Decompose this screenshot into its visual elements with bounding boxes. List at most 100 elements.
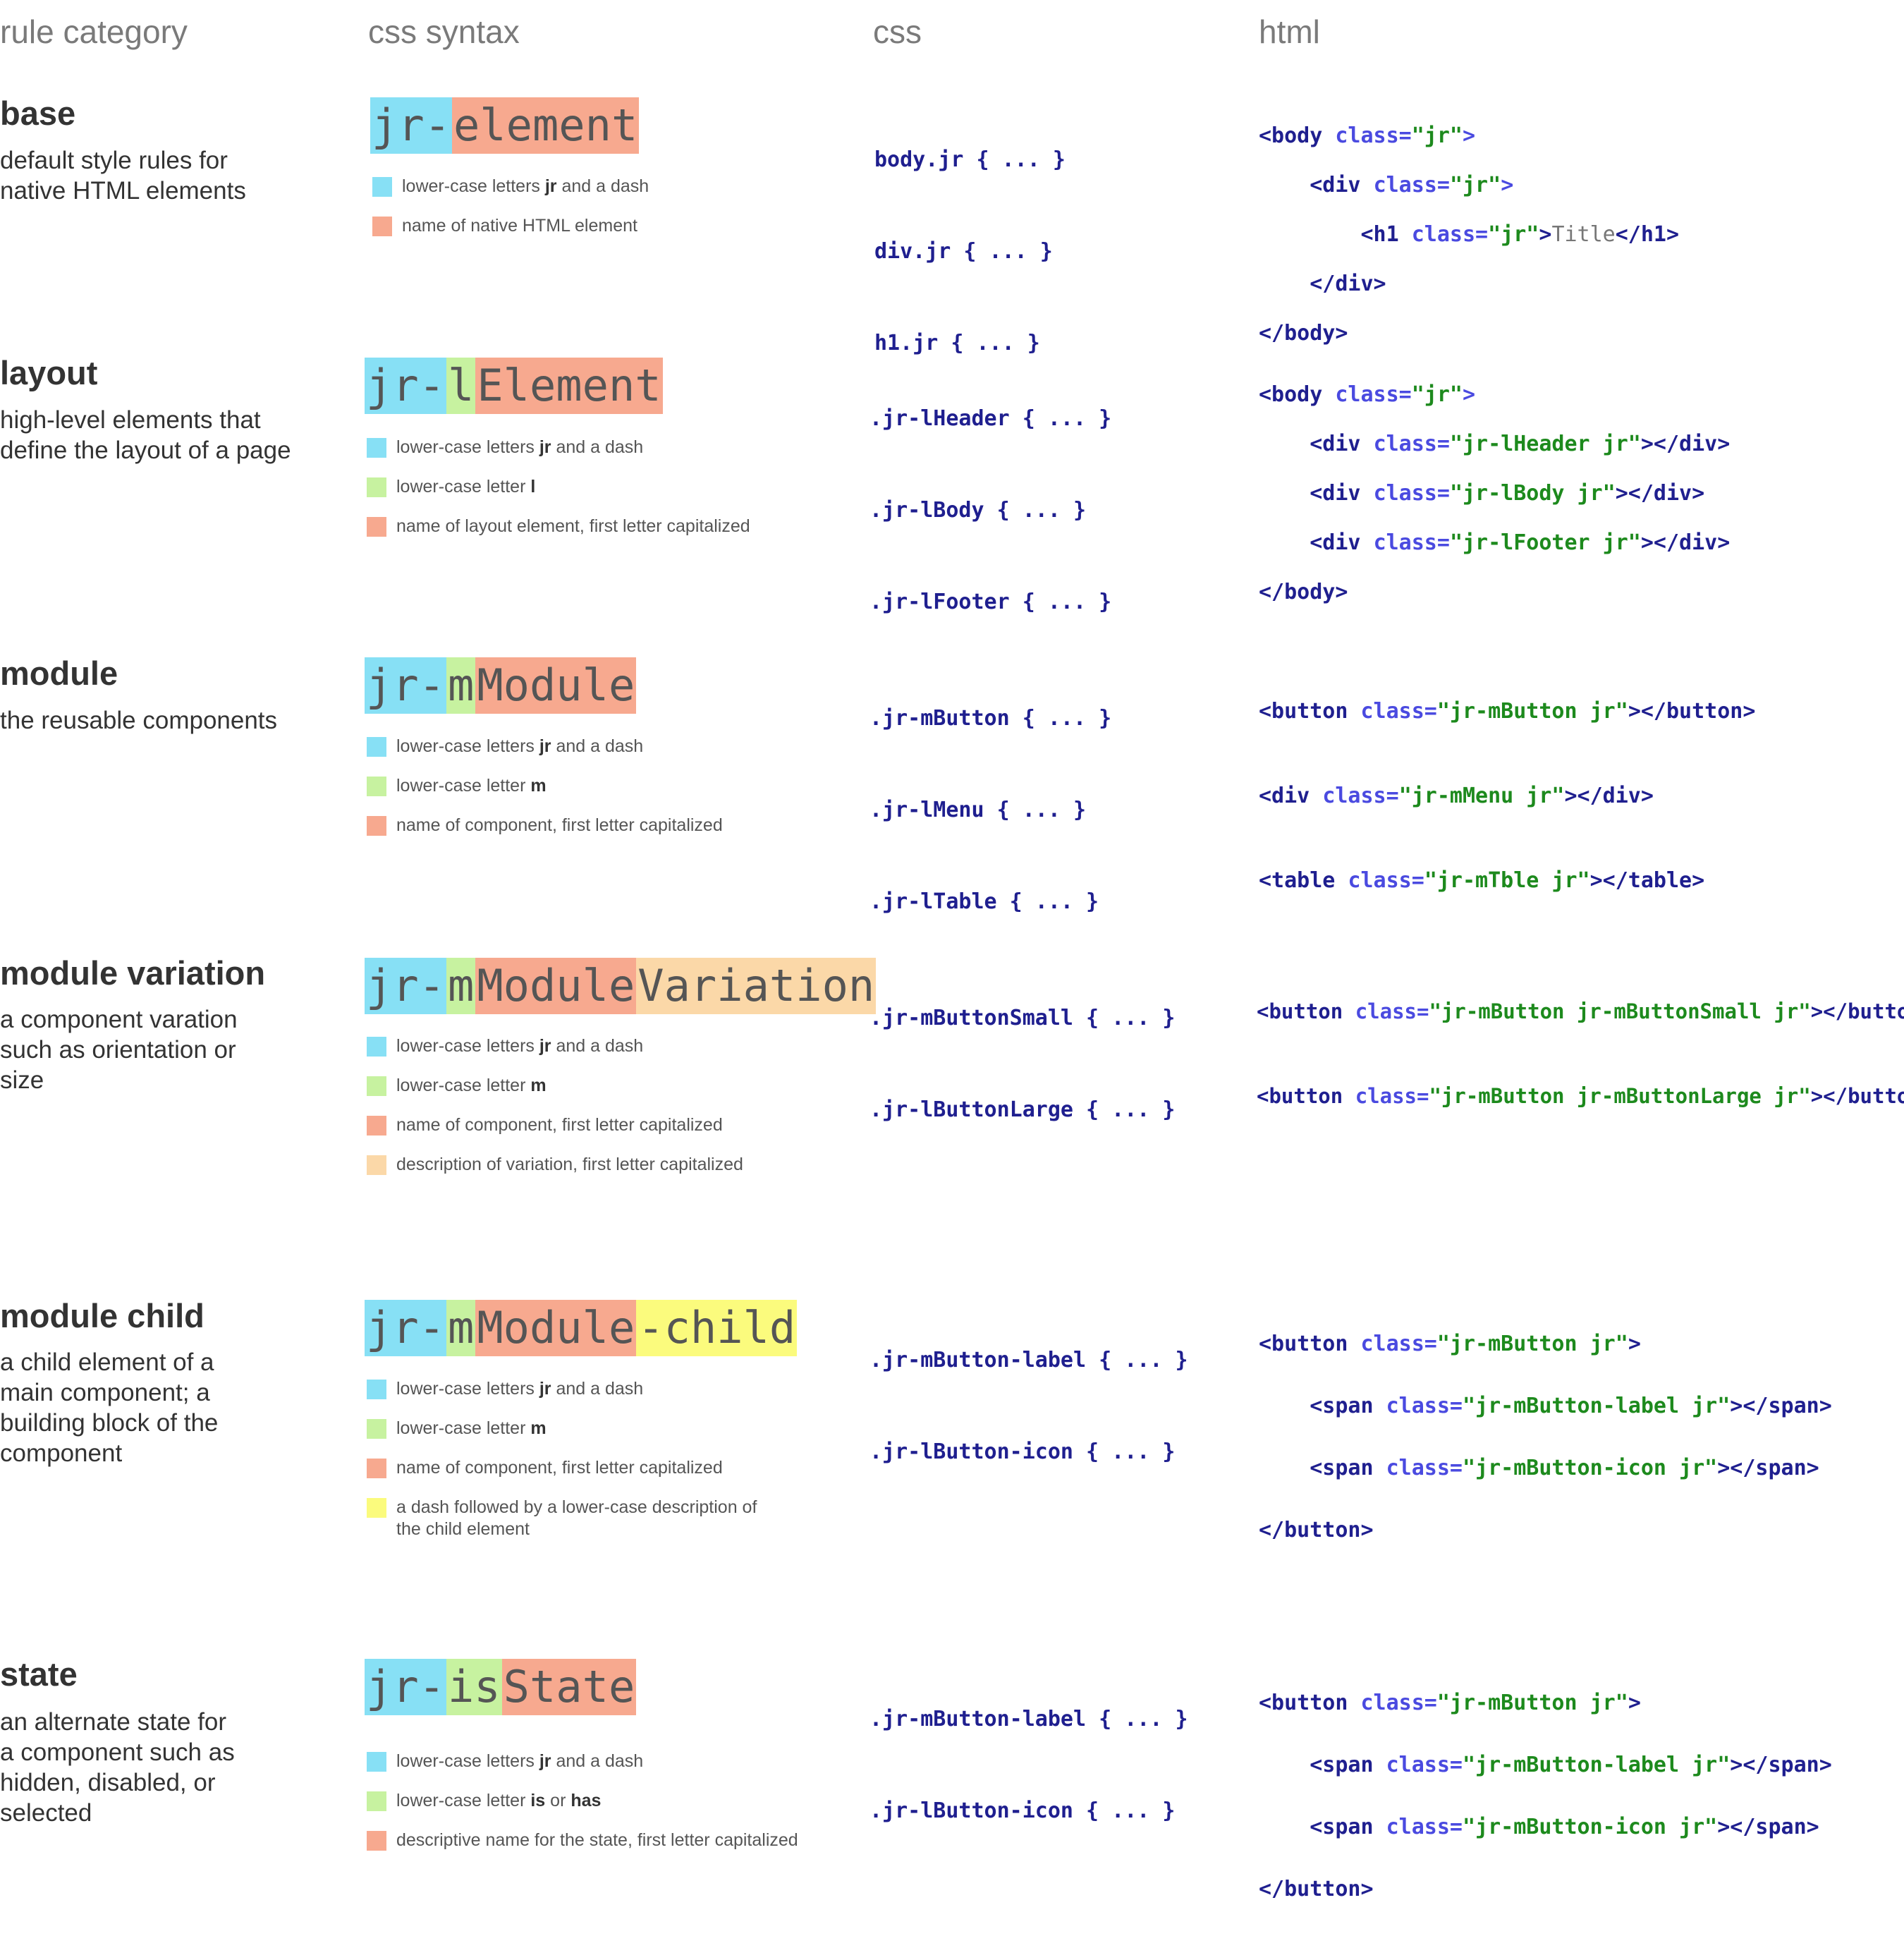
html-state: <button class="jr-mButton jr"> <span cla… [1259, 1657, 1832, 1936]
css-state: .jr-mButton-label { ... } .jr-lButton-ic… [869, 1657, 1188, 1865]
html-line: <body class="jr"> [1259, 382, 1476, 407]
css-rule: .jr-lHeader { ... } [869, 406, 1112, 431]
swatch-green [367, 777, 386, 796]
css-rule: .jr-lFooter { ... } [869, 590, 1112, 614]
html-line: <div class="jr-lBody jr"></div> [1310, 481, 1705, 506]
html-line: <span class="jr-mButton-icon jr"></span> [1310, 1456, 1819, 1480]
css-rule: .jr-lButton-icon { ... } [869, 1439, 1176, 1464]
css-base: body.jr { ... } div.jr { ... } h1.jr { .… [874, 97, 1066, 397]
legend-item: lower-case letters jr and a dash [367, 437, 750, 458]
css-module-child: .jr-mButton-label { ... } .jr-lButton-ic… [869, 1298, 1188, 1506]
legend-item: name of component, first letter capitali… [367, 815, 723, 836]
css-layout: .jr-lHeader { ... } .jr-lBody { ... } .j… [869, 356, 1111, 656]
legend-module: lower-case letters jr and a dash lower-c… [367, 736, 723, 854]
syntax-name: Module [475, 657, 637, 714]
legend-item: lower-case letters jr and a dash [367, 736, 723, 757]
html-line: <div class="jr-lFooter jr"></div> [1310, 530, 1731, 555]
syntax-letter: m [446, 1300, 476, 1356]
swatch-green [367, 1791, 386, 1811]
legend-item: lower-case letter m [367, 1075, 743, 1096]
legend-item: description of variation, first letter c… [367, 1154, 743, 1175]
legend-item: lower-case letters jr and a dash [367, 1751, 798, 1772]
syntax-name: Module [475, 958, 637, 1014]
html-line: <div class="jr-mMenu jr"></div> [1259, 784, 1654, 808]
css-module-variation: .jr-mButtonSmall { ... } .jr-lButtonLarg… [869, 956, 1175, 1164]
swatch-yellow [367, 1498, 386, 1518]
syntax-name: Module [475, 1300, 637, 1356]
swatch-salmon [367, 1831, 386, 1851]
html-line: <table class="jr-mTble jr"></table> [1259, 868, 1705, 893]
swatch-salmon [372, 217, 392, 236]
swatch-salmon [367, 1116, 386, 1136]
legend-item: lower-case letter m [367, 1418, 790, 1439]
html-line: <button class="jr-mButton jr"> [1259, 1691, 1641, 1715]
swatch-blue [372, 177, 392, 197]
legend-item: lower-case letter is or has [367, 1790, 798, 1811]
header-css-syntax: css syntax [368, 13, 520, 50]
syntax-prefix: jr- [365, 958, 446, 1014]
html-line: <div class="jr"> [1310, 173, 1514, 197]
syntax-letter: l [446, 358, 476, 414]
syntax-child: -child [636, 1300, 798, 1356]
html-line: <span class="jr-mButton-label jr"></span… [1310, 1753, 1832, 1777]
css-rule: .jr-lButton-icon { ... } [869, 1798, 1176, 1823]
html-line: <span class="jr-mButton-icon jr"></span> [1310, 1815, 1819, 1839]
html-line: </div> [1310, 272, 1386, 296]
css-rule: body.jr { ... } [874, 147, 1066, 172]
html-line: <button class="jr-mButton jr"> [1259, 1332, 1641, 1356]
legend-item: name of native HTML element [372, 215, 649, 236]
css-rule: h1.jr { ... } [874, 331, 1040, 355]
syntax-letter: m [446, 657, 476, 714]
swatch-blue [367, 737, 386, 757]
swatch-green [367, 1419, 386, 1439]
legend-item: name of component, first letter capitali… [367, 1114, 743, 1136]
html-line: <body class="jr"> [1259, 123, 1476, 148]
css-module: .jr-mButton { ... } .jr-lMenu { ... } .j… [869, 656, 1111, 956]
html-line: <div class="jr-lHeader jr"></div> [1310, 432, 1731, 456]
html-line: <button class="jr-mButton jr-mButtonLarg… [1257, 1084, 1904, 1108]
swatch-blue [367, 1752, 386, 1772]
syntax-prefix: jr- [365, 657, 446, 714]
html-line: </body> [1259, 580, 1348, 604]
category-title-module: module [0, 655, 118, 692]
legend-module-variation: lower-case letters jr and a dash lower-c… [367, 1035, 743, 1193]
legend-item: lower-case letters jr and a dash [372, 176, 649, 197]
syntax-name: element [451, 97, 640, 154]
html-line: <span class="jr-mButton-label jr"></span… [1310, 1394, 1832, 1418]
category-desc-layout: high-level elements that define the layo… [0, 406, 291, 464]
css-rule: .jr-lBody { ... } [869, 498, 1087, 523]
legend-item: lower-case letter m [367, 775, 723, 796]
html-line: <h1 class="jr">Title</h1> [1360, 222, 1680, 247]
legend-state: lower-case letters jr and a dash lower-c… [367, 1751, 798, 1869]
css-rule: .jr-mButtonSmall { ... } [869, 1006, 1176, 1030]
swatch-blue [367, 1037, 386, 1057]
category-title-layout: layout [0, 354, 98, 391]
header-html: html [1259, 13, 1320, 50]
syntax-base: jr-element [370, 97, 640, 154]
legend-item: name of component, first letter capitali… [367, 1457, 790, 1478]
syntax-letter: m [446, 958, 476, 1014]
html-line: </body> [1259, 321, 1348, 346]
swatch-peach [367, 1155, 386, 1175]
legend-module-child: lower-case letters jr and a dash lower-c… [367, 1378, 790, 1559]
syntax-name: Element [475, 358, 663, 414]
html-line: </button> [1259, 1877, 1374, 1901]
category-desc-base: default style rules for native HTML elem… [0, 147, 246, 205]
legend-item: lower-case letters jr and a dash [367, 1378, 790, 1399]
css-rule: div.jr { ... } [874, 239, 1053, 264]
category-desc-module-child: a child element of a main component; a b… [0, 1348, 219, 1467]
swatch-salmon [367, 517, 386, 537]
header-rule-category: rule category [0, 13, 188, 50]
category-desc-module-variation: a component varation such as orientation… [0, 1006, 238, 1094]
swatch-salmon [367, 816, 386, 836]
html-module-variation: <button class="jr-mButton jr-mButtonSmal… [1257, 948, 1904, 1159]
css-rule: .jr-mButton { ... } [869, 706, 1112, 731]
html-line: <button class="jr-mButton jr"></button> [1259, 699, 1756, 724]
css-rule: .jr-lMenu { ... } [869, 798, 1087, 822]
legend-item: a dash followed by a lower-case descript… [367, 1497, 777, 1540]
category-title-module-child: module child [0, 1297, 205, 1334]
